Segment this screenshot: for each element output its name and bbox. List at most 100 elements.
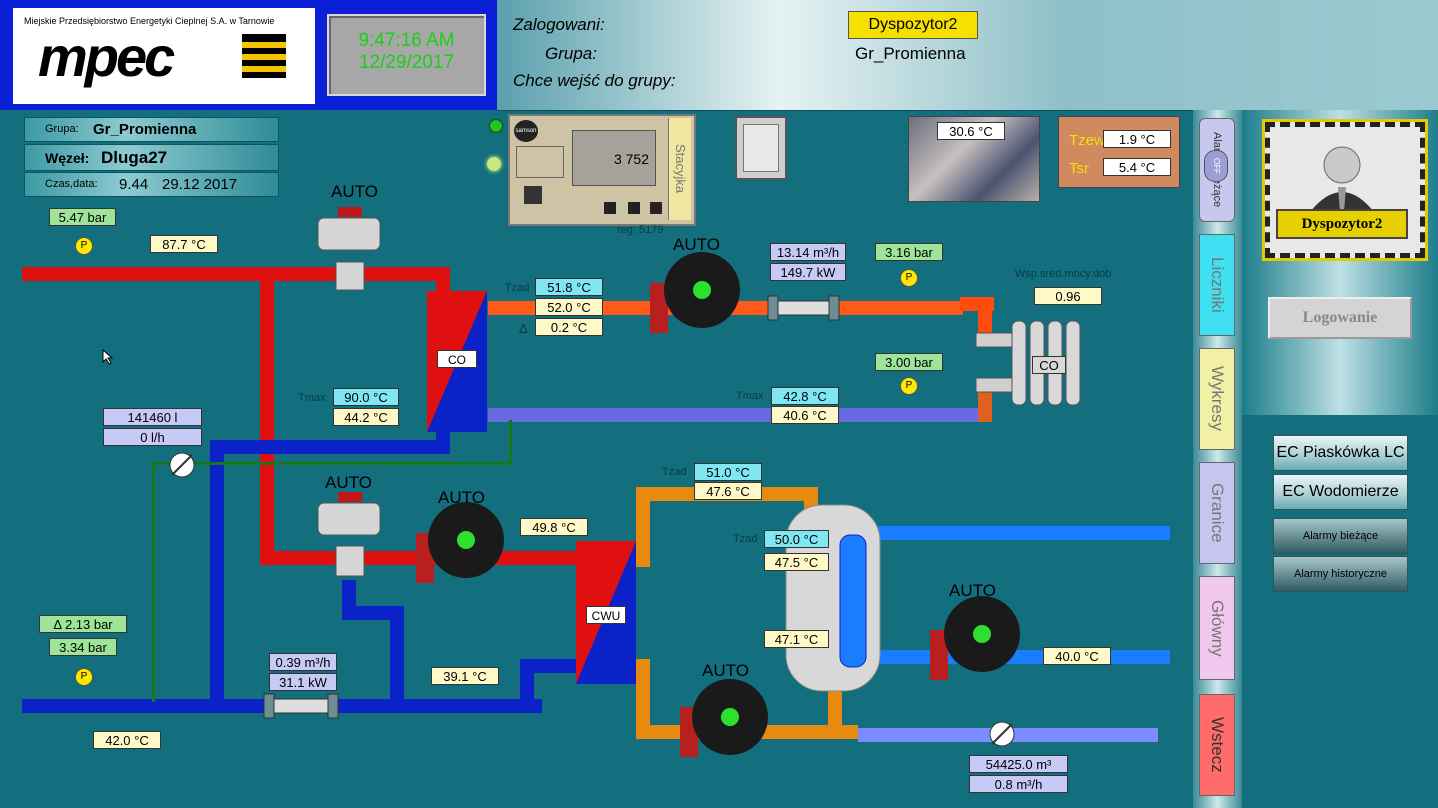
- tsr-value: 5.4 °C: [1103, 158, 1171, 176]
- main-flow-meter-icon: [263, 693, 339, 719]
- bottom-pump-mode: AUTO: [702, 661, 749, 680]
- tank-coil: [839, 534, 867, 668]
- mouse-cursor-icon: [102, 349, 114, 365]
- controller-key-icon: [628, 202, 640, 214]
- co-temp-value: 52.0 °C: [535, 298, 603, 316]
- circulation-pipe: [878, 650, 1170, 664]
- circulation-temp: 40.0 °C: [1043, 647, 1111, 665]
- tank-tzad-label: Tzad: [733, 533, 758, 545]
- tab-main[interactable]: Główny: [1199, 576, 1235, 680]
- info-node-value: Dluga27: [101, 148, 168, 167]
- tmax-left-label: Tmax: [298, 392, 326, 404]
- alarms-history-button[interactable]: Alarmy historyczne: [1273, 556, 1408, 592]
- pressure-sensor-icon: P: [900, 269, 918, 287]
- cwu-return-pipe-down: [520, 659, 534, 713]
- pressure-sensor-icon: P: [75, 668, 93, 686]
- logo-bars-icon: [242, 34, 286, 78]
- tab-charts-label: Wykresy: [1208, 366, 1227, 432]
- tank-tzad-value: 50.0 °C: [764, 530, 829, 548]
- hot-water-pipe-up: [636, 487, 650, 567]
- main-return-temp: 42.0 °C: [93, 731, 161, 749]
- logged-in-user-badge: Dyspozytor2: [848, 11, 978, 39]
- main-flow-value: 0.39 m³/h: [269, 653, 337, 671]
- cwu-pump-icon[interactable]: [416, 502, 504, 583]
- info-time-label: Czas,data:: [45, 178, 98, 190]
- boiler-room-temp: 30.6 °C: [937, 122, 1005, 140]
- info-time-value: 9.44: [119, 176, 149, 193]
- info-node-label: Węzeł:: [45, 150, 90, 166]
- tmax-right-value: 42.8 °C: [771, 387, 839, 405]
- controller-buttons: [516, 146, 564, 178]
- login-button[interactable]: Logowanie: [1268, 297, 1412, 339]
- door-icon[interactable]: [735, 116, 787, 180]
- tab-main-label: Główny: [1208, 599, 1227, 657]
- co-pressure-return: 3.00 bar: [875, 353, 943, 371]
- tmax-left-value: 90.0 °C: [333, 388, 399, 406]
- group-label: Grupa:: [545, 44, 597, 63]
- outdoor-sensor-panel: [1058, 116, 1180, 188]
- co-supply-down: [978, 297, 992, 337]
- alarms-toggle[interactable]: OFF: [1204, 150, 1228, 182]
- tab-charts[interactable]: Wykresy: [1199, 348, 1235, 450]
- alarms-current-button[interactable]: Alarmy bieżące: [1273, 518, 1408, 554]
- coefficient-value: 0.96: [1034, 287, 1102, 305]
- pressure-sensor-icon: P: [900, 377, 918, 395]
- valve-return-pipe-h: [342, 606, 404, 620]
- logo-text: mpec: [38, 25, 175, 88]
- cwu-control-valve-icon[interactable]: [317, 492, 381, 577]
- water-flow: 0.8 m³/h: [969, 775, 1068, 793]
- cwu-pump-mode: AUTO: [438, 488, 485, 507]
- meter-total: 141460 l: [103, 408, 202, 426]
- controller-reg-label: reg: 5179: [617, 224, 664, 236]
- tab-limits[interactable]: Granice: [1199, 462, 1235, 564]
- return-pipe-vertical: [210, 440, 224, 712]
- status-light-icon: [489, 119, 503, 133]
- co-return-pipe: [488, 408, 988, 422]
- clock-date: 12/29/2017: [358, 52, 455, 73]
- bottom-pump-icon[interactable]: [680, 679, 768, 757]
- co-valve-mode: AUTO: [331, 182, 378, 201]
- cwu-inlet-temp: 49.8 °C: [520, 518, 588, 536]
- tsr-label: Tsr: [1069, 160, 1089, 177]
- co-control-valve-icon[interactable]: [317, 207, 381, 291]
- tab-back[interactable]: Wstecz: [1199, 694, 1235, 796]
- info-group-value: Gr_Promienna: [93, 121, 197, 138]
- tank-temp-bottom: 47.1 °C: [764, 630, 829, 648]
- cwu-tzad-value: 51.0 °C: [694, 463, 762, 481]
- controller-dial-icon: [524, 186, 542, 204]
- co-tzad-label: Tzad: [505, 282, 530, 294]
- hot-water-return-down: [636, 659, 650, 739]
- tab-back-label: Wstecz: [1208, 717, 1227, 773]
- cwu-temp-top: 47.6 °C: [694, 482, 762, 500]
- meter-flow: 0 l/h: [103, 428, 202, 446]
- info-time-row: Czas,data: 9.44 29.12 2017: [24, 172, 279, 197]
- piping-diagram: [22, 207, 1170, 757]
- heating-controller[interactable]: samson 3 752 Stacyjka: [508, 114, 696, 226]
- ec-piaskowka-button[interactable]: EC Piaskówka LC: [1273, 435, 1408, 471]
- tmax-right-label: Tmax: [736, 390, 764, 402]
- co-pump-mode: AUTO: [673, 235, 720, 254]
- sun-light-icon: [487, 157, 501, 171]
- main-power-value: 31.1 kW: [269, 673, 337, 691]
- user-name-plate: Dyspozytor2: [1276, 209, 1408, 239]
- clock: 9:47:16 AM 12/29/2017: [327, 14, 486, 96]
- ec-wodomierze-button[interactable]: EC Wodomierze: [1273, 474, 1408, 510]
- clock-time: 9:47:16 AM: [358, 30, 455, 51]
- return-left-temp: 44.2 °C: [333, 408, 399, 426]
- cwu-tzad-label: Tzad: [662, 466, 687, 478]
- stacyjka-tab[interactable]: Stacyjka: [668, 118, 691, 220]
- tzew-label: Tzew: [1069, 132, 1105, 149]
- tab-counters[interactable]: Liczniki: [1199, 234, 1235, 336]
- company-caption: Miejskie Przedsiębiorstwo Energetyki Cie…: [24, 16, 275, 26]
- info-group-label: Grupa:: [45, 123, 79, 135]
- co-radiator[interactable]: [975, 320, 1081, 406]
- circulation-pump-icon[interactable]: [930, 596, 1020, 680]
- co-pump-icon[interactable]: [650, 252, 740, 333]
- supply-pipe: [22, 267, 450, 281]
- co-radiator-label: CO: [1032, 356, 1066, 374]
- return-pipe: [210, 440, 450, 454]
- avatar-icon: [1310, 146, 1374, 212]
- info-node-row: Węzeł: Dluga27: [24, 144, 279, 171]
- co-exchanger-label: CO: [437, 350, 477, 368]
- tab-counters-label: Liczniki: [1208, 257, 1227, 313]
